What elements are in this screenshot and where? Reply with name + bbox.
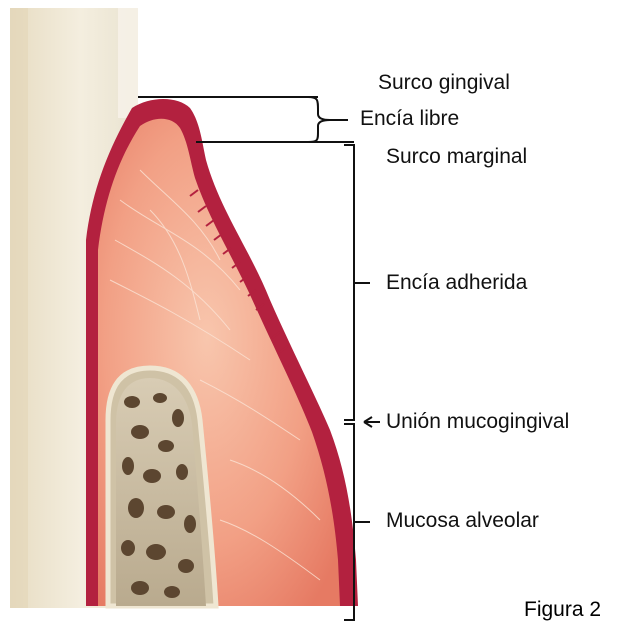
label-surco-marginal: Surco marginal: [386, 146, 527, 167]
label-encia-libre: Encía libre: [360, 108, 459, 129]
label-surco-gingival: Surco gingival: [378, 72, 510, 93]
label-union-mucogingival: Unión mucogingival: [386, 411, 569, 432]
figure-caption: Figura 2: [524, 598, 601, 622]
label-mucosa-alveolar: Mucosa alveolar: [386, 510, 539, 531]
label-encia-adherida: Encía adherida: [386, 272, 527, 293]
